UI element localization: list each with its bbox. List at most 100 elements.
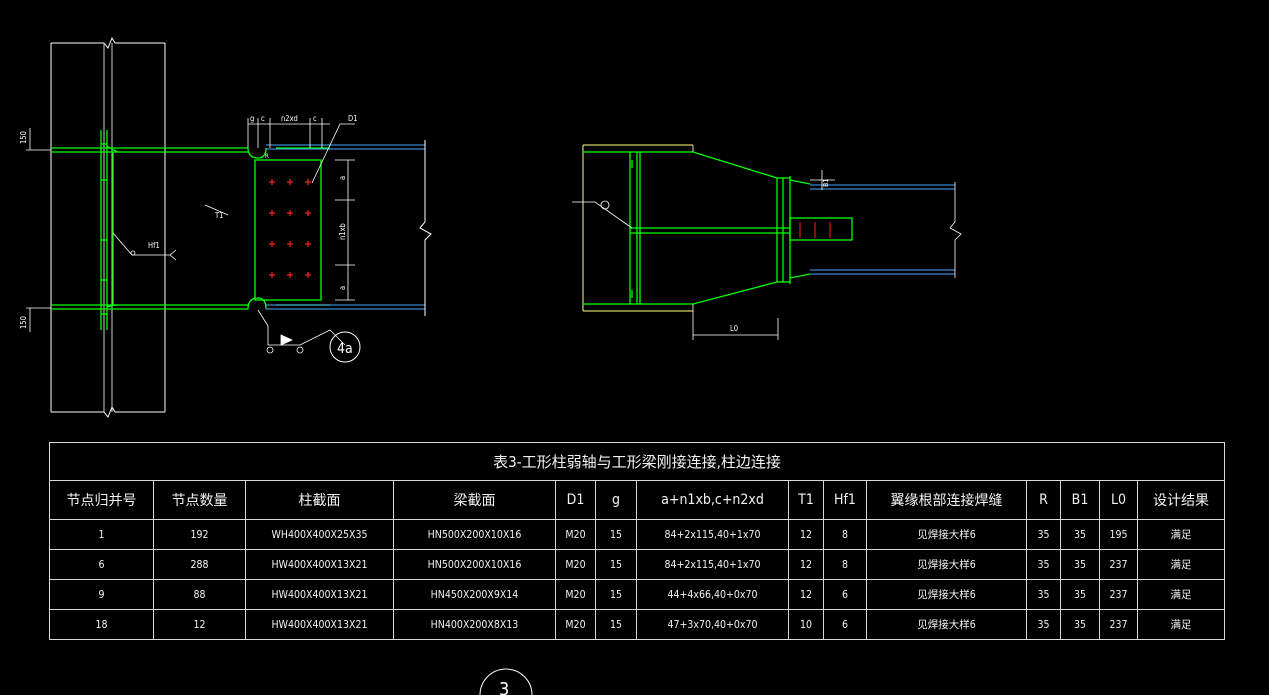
bolt-mark [287,241,293,247]
label-c1: c [261,114,265,123]
table-header-cell: g [595,480,637,520]
label-a-bottom: a [338,286,347,290]
bolt-mark [305,210,311,216]
table-cell: 15 [595,579,637,610]
table-cell: 12 [788,579,824,610]
table-cell: 18 [49,609,154,640]
label-r: R [265,153,269,160]
bottom-callout-circle [479,668,533,695]
table-cell: 195 [1099,519,1138,550]
table-cell: HN450X200X9X14 [393,579,556,610]
label-n1xb: n1xb [338,223,347,240]
bolt-mark [269,272,275,278]
callout-label: 4a [337,341,353,357]
table-cell: 见焊接大样6 [866,519,1027,550]
table-cell: 288 [153,549,246,580]
dim-150-top: 150 [19,131,28,144]
table-cell: 满足 [1137,609,1225,640]
table-cell: HW400X400X13X21 [245,549,394,580]
table-header-cell: B1 [1060,480,1100,520]
table-header-cell: D1 [555,480,596,520]
bolt-mark [287,272,293,278]
table-cell: 8 [823,519,867,550]
table-cell: 6 [823,579,867,610]
label-b1: B1 [822,179,830,187]
beam-flanges [51,145,330,310]
table-cell: 35 [1026,549,1061,580]
bolt-mark [269,210,275,216]
column-outline [50,36,166,418]
callout-bubble [329,331,361,363]
left-detail-labels: 150 150 T1 Hf1 D1 a a n1xb g c n2xd c R … [19,114,358,357]
column-plate [582,144,693,312]
table-cell: 84+2x115,40+1x70 [636,519,789,550]
bolt-mark [269,241,275,247]
table-cell: 满足 [1137,549,1225,580]
label-t1: T1 [214,211,223,220]
table-cell: HN400X200X8X13 [393,609,556,640]
table-cell: 12 [153,609,246,640]
column-stiffeners [100,130,108,330]
bolt-group [269,179,311,278]
bolt-mark [305,179,311,185]
table-cell: 237 [1099,549,1138,580]
table-cell: 15 [595,549,637,580]
table-cell: 35 [1060,519,1100,550]
table-cell: 10 [788,609,824,640]
table-cell: 6 [823,609,867,640]
table-cell: 35 [1026,579,1061,610]
table-header-cell: R [1026,480,1061,520]
table-title: 表3-工形柱弱轴与工形梁刚接连接,柱边连接 [49,442,1225,481]
table-header-cell: 节点数量 [153,480,246,520]
table-cell: 35 [1060,579,1100,610]
break-line [419,140,432,316]
table-header-cell: a+n1xb,c+n2xd [636,480,789,520]
table-cell: HN500X200X10X16 [393,519,556,550]
table-header-cell: T1 [788,480,824,520]
table-cell: 15 [595,519,637,550]
table-header-cell: 梁截面 [393,480,556,520]
table-header-cell: Hf1 [823,480,867,520]
table-cell: 237 [1099,579,1138,610]
table-cell: 44+4x66,40+0x70 [636,579,789,610]
table-cell: 192 [153,519,246,550]
table-cell: 12 [788,549,824,580]
bolt-mark [269,179,275,185]
table-cell: HW400X400X13X21 [245,609,394,640]
label-l0: L0 [730,324,738,333]
table-cell: 见焊接大样6 [866,579,1027,610]
table-cell: 35 [1026,609,1061,640]
beam-lines [266,144,425,310]
right-detail: B1 L0 [572,144,962,340]
table-cell: 8 [823,549,867,580]
right-bolts [799,222,831,238]
table-cell: M20 [555,549,596,580]
label-g: g [250,114,254,123]
label-n2xd: n2xd [281,114,298,123]
table-cell: HN500X200X10X16 [393,549,556,580]
table-cell: 满足 [1137,579,1225,610]
table-cell: 84+2x115,40+1x70 [636,549,789,580]
bolt-mark [287,179,293,185]
table-header-cell: L0 [1099,480,1138,520]
label-a-top: a [338,176,347,180]
dimension-lines [26,118,355,354]
column-section [583,151,853,305]
left-detail: 150 150 T1 Hf1 D1 a a n1xb g c n2xd c R … [19,36,432,418]
table-cell: 35 [1060,609,1100,640]
table-cell: 见焊接大样6 [866,609,1027,640]
label-d1: D1 [348,114,358,123]
table-header-cell: 节点归并号 [49,480,154,520]
table-cell: 12 [788,519,824,550]
table-cell: 88 [153,579,246,610]
dim-150-bottom: 150 [19,316,28,329]
table-cell: HW400X400X13X21 [245,579,394,610]
table-cell: M20 [555,579,596,610]
table-header-cell: 翼缘根部连接焊缝 [866,480,1027,520]
